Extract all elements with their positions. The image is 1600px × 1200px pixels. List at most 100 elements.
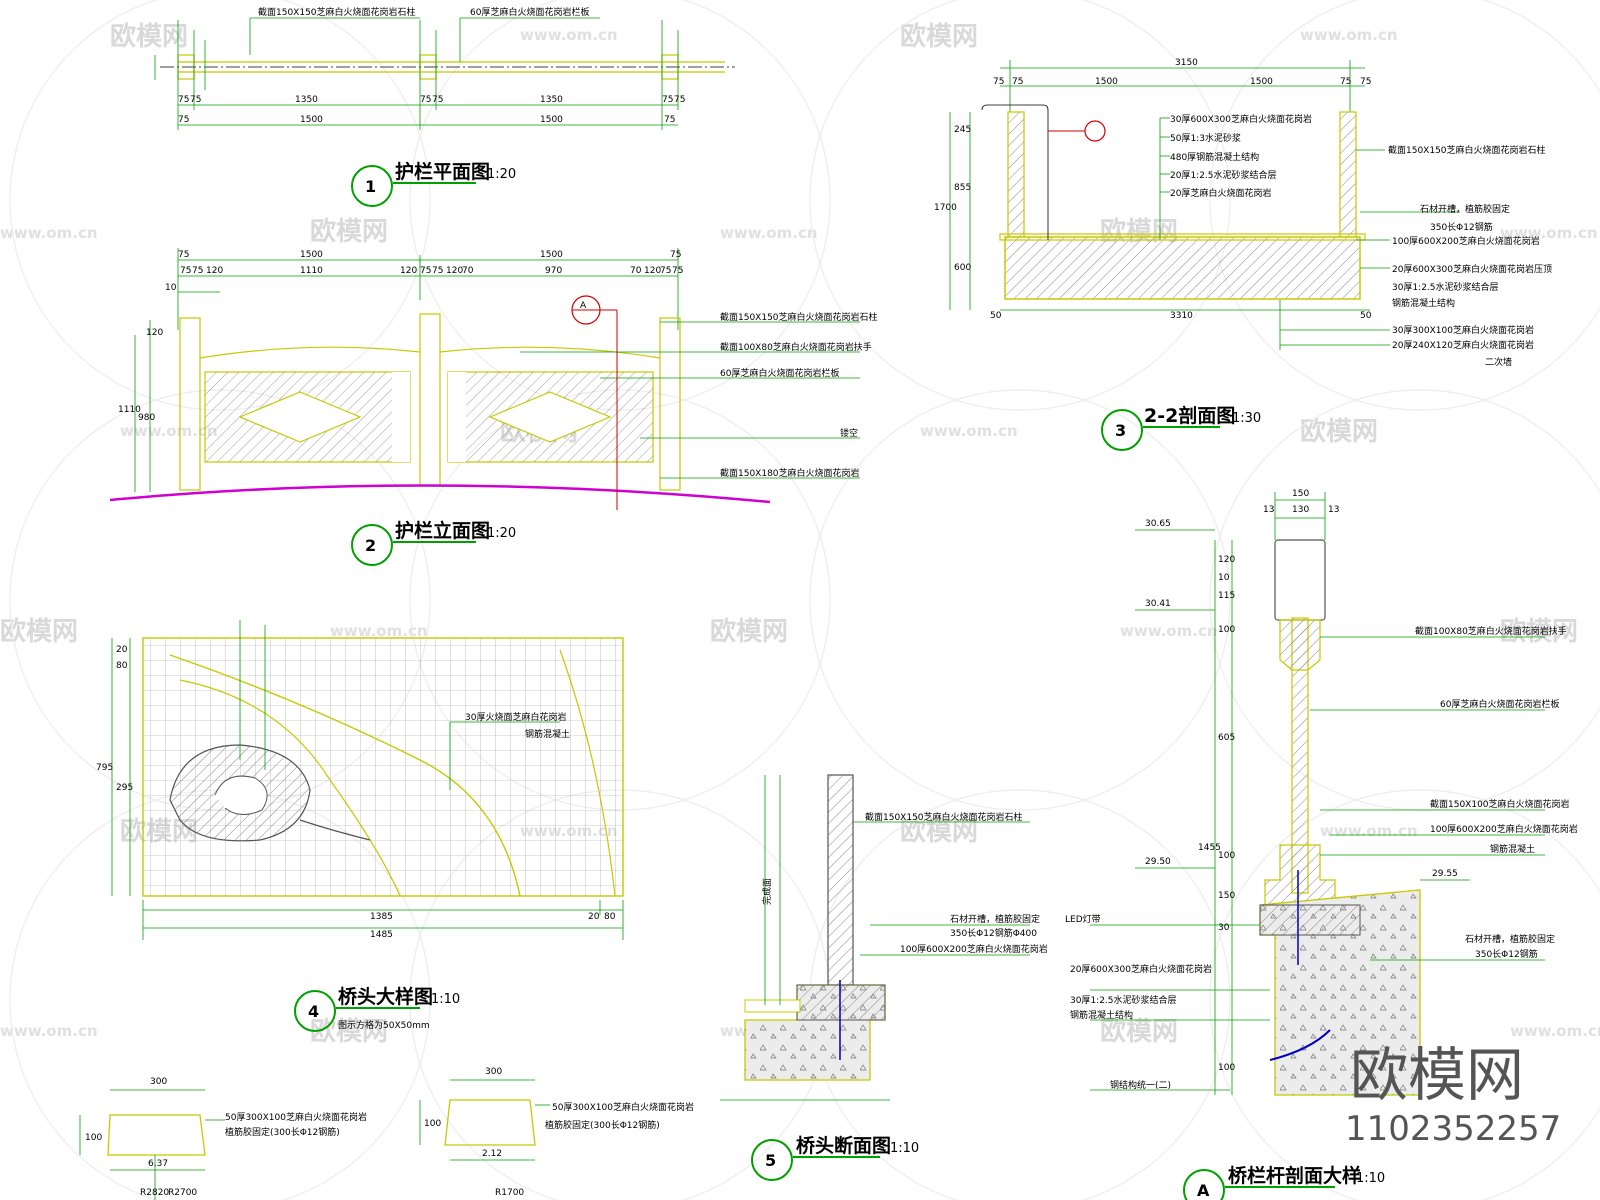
dim: 970 <box>545 266 562 276</box>
dim: 120 <box>400 266 417 276</box>
dim: 150 <box>1218 891 1235 901</box>
dim: 13 <box>1328 505 1339 515</box>
wm-brand: 欧模网 <box>110 21 188 52</box>
drawing-title: 桥栏杆剖面大样 <box>1228 1164 1361 1187</box>
dim: 75 <box>178 250 189 260</box>
wm-url: www.om.cn <box>0 1022 98 1040</box>
dim: 75 <box>1340 77 1351 87</box>
dim: 75 <box>660 266 671 276</box>
wm-brand: 欧模网 <box>0 616 78 647</box>
dim: 50 <box>990 311 1002 321</box>
wm-url: www.om.cn <box>920 422 1018 440</box>
elev-note: 截面100X80芝麻白火烧面花岗岩扶手 <box>720 341 872 353</box>
dim: 75 <box>670 250 681 260</box>
sec-note: 30厚600X300芝麻白火烧面花岗岩 <box>1170 113 1312 125</box>
dim: 75 <box>672 266 683 276</box>
sec-note-right: 截面150X150芝麻白火烧面花岗岩石柱 <box>1388 144 1546 156</box>
dim: 20 <box>588 912 600 922</box>
brand-logo-text: 欧模网 <box>1350 1041 1524 1109</box>
dim: 3150 <box>1175 58 1198 68</box>
a-note: LED灯带 <box>1065 914 1101 925</box>
dim: 1500 <box>540 250 563 260</box>
wm-url: www.om.cn <box>120 422 218 440</box>
wm-brand: 欧模网 <box>900 816 978 847</box>
resource-code: 1102352257 <box>1345 1109 1561 1149</box>
dim: 120 <box>644 266 661 276</box>
dim: 130 <box>1292 505 1309 515</box>
dim: 120 <box>446 266 463 276</box>
dim: 75 <box>192 266 203 276</box>
wm-brand: 欧模网 <box>1300 416 1378 447</box>
dim: 1500 <box>300 250 323 260</box>
dim: 10 <box>165 283 177 293</box>
dim: 75 <box>664 115 675 125</box>
drawing-scale: 1:20 <box>487 526 516 541</box>
dim: 980 <box>138 413 155 423</box>
elev-mark: 30.41 <box>1145 599 1171 609</box>
drawing-bridgehead: 1385 1485 20 80 20 80 795 295 30厚火烧面芝麻白花… <box>96 620 624 1032</box>
elev-note: 截面150X180芝麻白火烧面花岗岩 <box>720 467 860 479</box>
s5-note: 石材开槽，植筋胶固定 <box>950 913 1040 925</box>
sec-note-right: 30厚300X100芝麻白火烧面花岗岩 <box>1392 324 1534 336</box>
dim: 120 <box>206 266 223 276</box>
drawing-number: A <box>1197 1181 1210 1200</box>
dim: 100 <box>85 1133 102 1143</box>
dim: R1700 <box>495 1188 524 1198</box>
drawing-title: 2-2剖面图 <box>1144 404 1235 427</box>
drawing-title: 护栏平面图 <box>395 160 490 183</box>
bottom-note: 植筋胶固定(300长Φ12钢筋) <box>225 1126 340 1138</box>
elev-note: 60厚芝麻白火烧面花岗岩栏板 <box>720 367 839 379</box>
drawing-title: 桥头大样图 <box>338 985 433 1008</box>
wm-brand: 欧模网 <box>310 216 388 247</box>
s5-note: 完成面 <box>761 878 773 905</box>
drawing-bottom-mid: 300 100 2.12 R1700 50厚300X100芝麻白火烧面花岗岩 植… <box>419 1067 694 1198</box>
sec-note: 50厚1:3水泥砂浆 <box>1170 132 1241 144</box>
dim: 1110 <box>118 405 141 415</box>
dim: 75 <box>420 95 431 105</box>
sec-note: 20厚芝麻白火烧面花岗岩 <box>1170 187 1271 199</box>
wm-brand: 欧模网 <box>310 1016 388 1047</box>
elev-mark: 29.55 <box>1432 869 1458 879</box>
dim: 75 <box>432 95 443 105</box>
dim: 150 <box>1292 489 1309 499</box>
drawing-scale: 1:20 <box>487 167 516 182</box>
drawing-bottom-left: 300 100 6.37 R2820 R2700 50厚300X100芝麻白火烧… <box>79 1077 367 1200</box>
sec-note-right: 二次墙 <box>1485 356 1512 368</box>
dim: 1700 <box>934 203 957 213</box>
sec-note-right: 30厚1:2.5水泥砂浆结合层 <box>1392 281 1499 293</box>
dim: 75 <box>178 115 189 125</box>
wm-url: www.om.cn <box>520 26 618 44</box>
dim: 80 <box>604 912 616 922</box>
a-note: 30厚1:2.5水泥砂浆结合层 <box>1070 994 1177 1006</box>
dim: 30 <box>1218 923 1230 933</box>
drawing-scale: 1:10 <box>431 992 460 1007</box>
head-note: 钢筋混凝土 <box>525 728 570 740</box>
wm-url: www.om.cn <box>720 224 818 242</box>
dim: 75 <box>178 95 189 105</box>
dim: 100 <box>1218 851 1235 861</box>
drawing-plan: 截面150X150芝麻白火烧面花岗岩石柱 60厚芝麻白火烧面花岗岩栏板 75 7… <box>154 6 735 207</box>
dim: 115 <box>1218 591 1235 601</box>
dim: 1500 <box>1250 77 1273 87</box>
wm-brand: 欧模网 <box>710 616 788 647</box>
a-note: 20厚600X300芝麻白火烧面花岗岩 <box>1070 963 1212 975</box>
sec-note-right: 石材开槽，植筋胶固定 <box>1420 203 1510 215</box>
sec-note-right: 350长Φ12钢筋 <box>1430 221 1493 233</box>
wm-url: www.om.cn <box>1320 822 1418 840</box>
dim: 120 <box>146 328 163 338</box>
wm-brand: 欧模网 <box>900 21 978 52</box>
dim: 75 <box>432 266 443 276</box>
dim: 10 <box>1218 573 1230 583</box>
a-note: 60厚芝麻白火烧面花岗岩栏板 <box>1440 698 1559 710</box>
dim: 3310 <box>1170 311 1193 321</box>
a-note: 截面150X100芝麻白火烧面花岗岩 <box>1430 798 1570 810</box>
dim: 245 <box>954 125 971 135</box>
elev-note: 镂空 <box>840 427 858 439</box>
bottom-note: 植筋胶固定(300长Φ12钢筋) <box>545 1119 660 1131</box>
dim: 20 <box>116 645 128 655</box>
dim: R2700 <box>168 1188 197 1198</box>
elev-mark: 29.50 <box>1145 857 1171 867</box>
dim: 50 <box>1360 311 1372 321</box>
drawing-section-2-2: 3150 75 75 1500 1500 75 75 50 3310 50 24… <box>934 58 1552 451</box>
